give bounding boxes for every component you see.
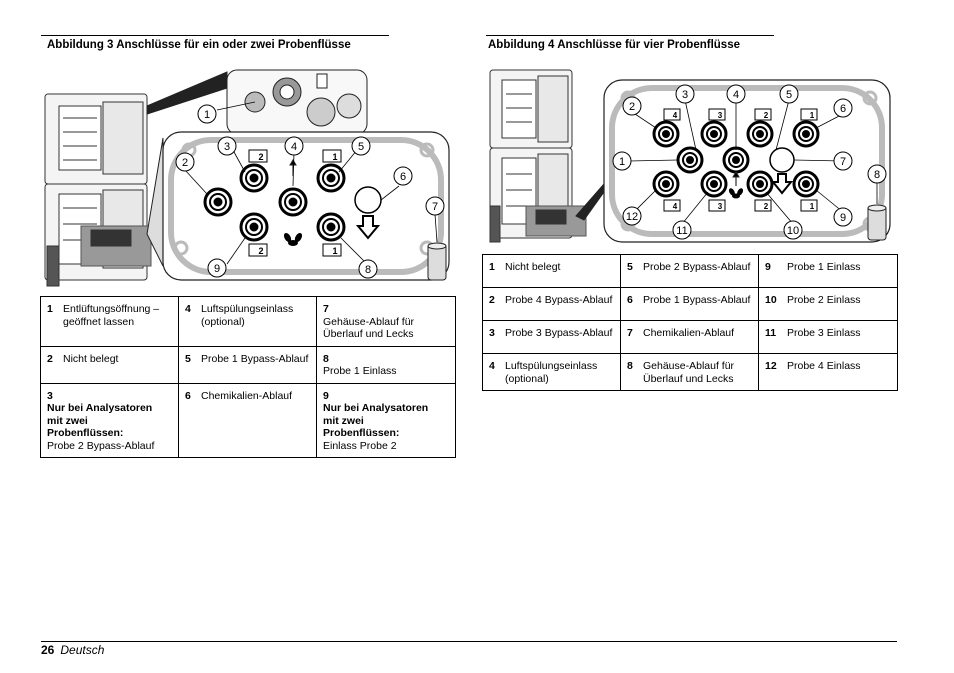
port-label: 2 [764, 202, 769, 211]
callout-12: 12 [626, 211, 638, 223]
footer-language: Deutsch [60, 643, 105, 657]
figure4-illustration: 1 2 3 4 5 6 7 8 9 10 11 12 4 3 2 1 4 3 2… [489, 69, 891, 243]
callout-3: 3 [224, 141, 230, 153]
callout-6: 6 [400, 171, 406, 183]
callout-4: 4 [733, 89, 739, 101]
page-footer: 26 Deutsch [41, 643, 104, 657]
callout-8: 8 [874, 169, 880, 181]
callout-5: 5 [358, 141, 364, 153]
callout-4: 4 [291, 141, 297, 153]
fan-icon [728, 188, 744, 199]
legend-cell: 7Gehäuse-Ablauf für Überlauf und Lecks [316, 296, 456, 347]
legend-cell: 9Nur bei Analysatoren mit zwei Probenflü… [316, 382, 456, 458]
callout-7: 7 [840, 156, 846, 168]
analyzer-enclosure-image [44, 93, 152, 287]
port-label: 1 [332, 152, 337, 162]
callout-1: 1 [619, 156, 625, 168]
figure4-title: Abbildung 4 Anschlüsse für vier Probenfl… [488, 39, 740, 51]
port-label: 2 [258, 246, 263, 256]
callout-3: 3 [682, 89, 688, 101]
callout-8: 8 [365, 264, 371, 276]
legend-cell: 8Probe 1 Einlass [316, 345, 456, 384]
callout-2: 2 [629, 101, 635, 113]
port-label: 4 [673, 202, 678, 211]
callout-9: 9 [840, 212, 846, 224]
legend-cell: 3Nur bei Analysatoren mit zwei Probenflü… [40, 382, 179, 458]
port-label: 2 [258, 152, 263, 162]
analyzer-enclosure-image [489, 69, 587, 243]
port-label: 4 [673, 111, 678, 120]
port-label: 2 [764, 111, 769, 120]
callout-9: 9 [214, 263, 220, 275]
callout-5: 5 [786, 89, 792, 101]
callout-11: 11 [676, 225, 687, 237]
figure3-top-rule [41, 35, 389, 36]
figure3-title: Abbildung 3 Anschlüsse für ein oder zwei… [47, 39, 351, 51]
callout-7: 7 [432, 201, 438, 213]
port-label: 1 [810, 111, 815, 120]
callout-2: 2 [182, 157, 188, 169]
page-number: 26 [41, 643, 55, 657]
port-label: 3 [718, 111, 723, 120]
fan-icon [283, 232, 303, 246]
port-label: 1 [810, 202, 815, 211]
figure4-top-rule [486, 35, 774, 36]
callout-10: 10 [787, 225, 799, 237]
footer-rule [41, 641, 897, 642]
port-label: 1 [332, 246, 337, 256]
callout-6: 6 [840, 103, 846, 115]
callout-1: 1 [204, 109, 210, 121]
figure3-illustration: 1 2 3 4 5 6 7 8 9 2 1 2 1 [44, 69, 450, 287]
port-label: 3 [718, 202, 723, 211]
table-row: 3Nur bei Analysatoren mit zwei Probenflü… [40, 382, 456, 458]
